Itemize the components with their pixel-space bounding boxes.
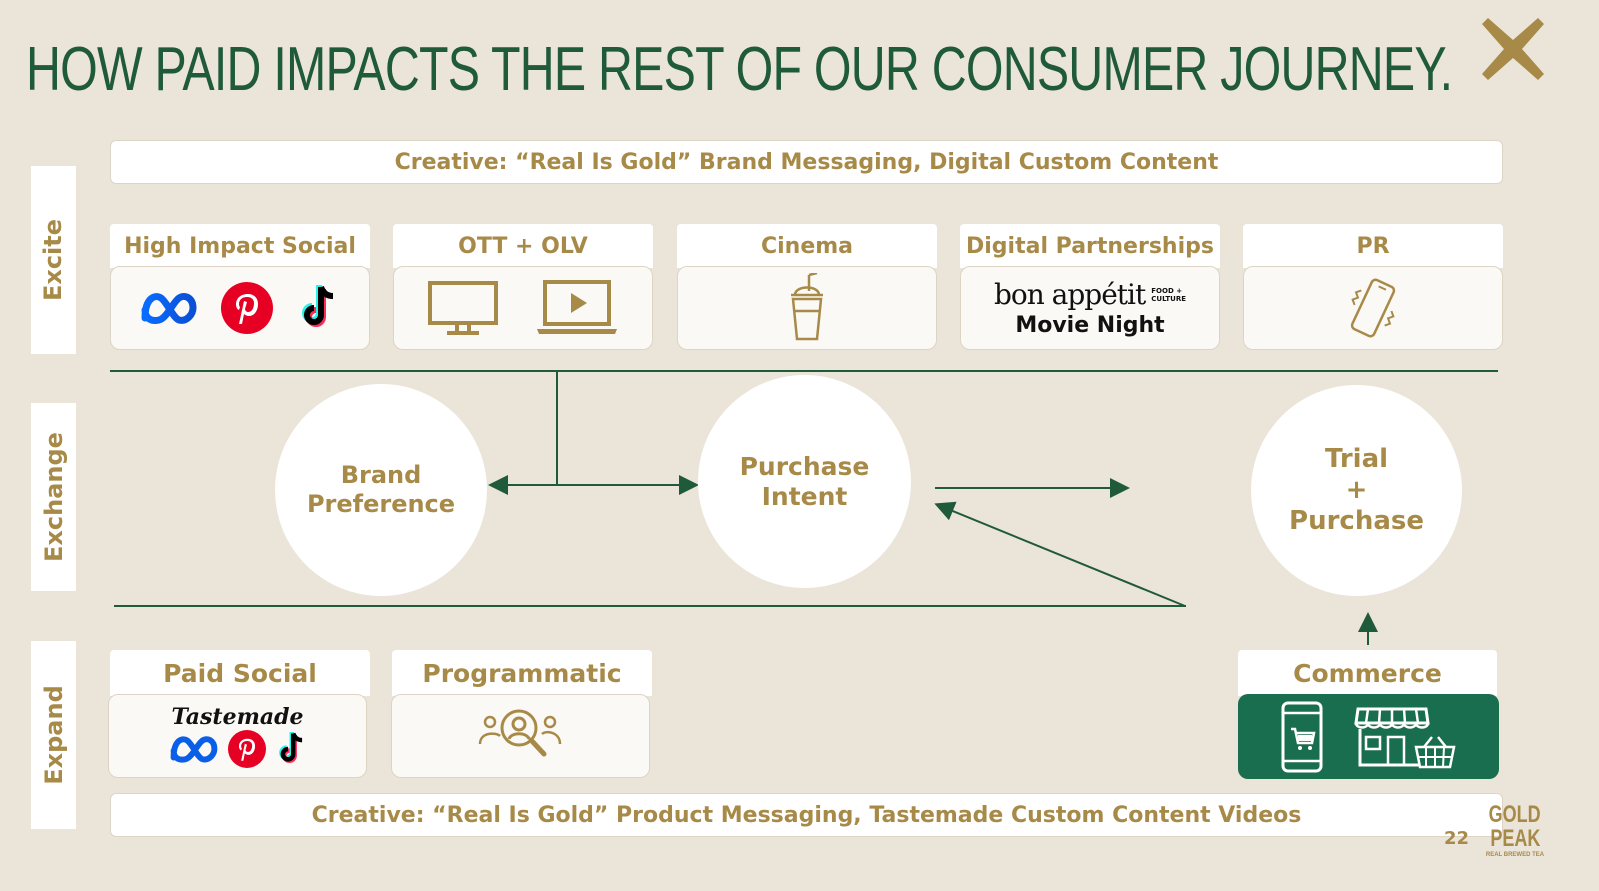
top-creative-bar: Creative: “Real Is Gold” Brand Messaging… [110,140,1503,184]
storefront-basket-icon [1353,707,1456,768]
arrow-expand-to-intent [934,501,1186,607]
page-title: HOW PAID IMPACTS THE REST OF OUR CONSUME… [26,35,1453,104]
phone-vibrate-icon [1350,278,1396,338]
card-header-pr: PR [1243,224,1503,268]
card-body-digital-partnerships: bon appétit FOOD + CULTURE Movie Night [960,266,1220,350]
card-header-paid-social: Paid Social [110,650,370,696]
bon-appetit-logo: bon appétit FOOD + CULTURE [993,278,1187,311]
card-header-ott-olv: OTT + OLV [393,224,653,268]
brand-preference-circle: Brand Preference [275,384,487,596]
card-header-commerce: Commerce [1238,650,1497,696]
pinterest-icon [227,730,266,768]
meta-icon [141,292,197,324]
card-body-programmatic [391,694,650,778]
laptop-play-icon [537,280,617,334]
exchange-bottom-line [114,605,1186,607]
tv-icon [428,281,498,335]
exchange-top-line [110,370,1498,372]
trial-purchase-circle: Trial + Purchase [1251,385,1462,596]
pinterest-icon [221,282,273,334]
side-tab-expand: Expand [31,641,76,829]
audience-search-icon [478,709,561,757]
mobile-cart-icon [1281,701,1322,772]
close-icon[interactable] [1482,18,1544,80]
card-body-commerce [1238,694,1499,779]
card-header-digital-partnerships: Digital Partnerships [960,224,1220,268]
card-header-high-impact-social: High Impact Social [110,224,370,268]
tiktok-icon [302,285,334,327]
card-body-ott-olv [393,266,653,350]
card-header-cinema: Cinema [677,224,937,268]
tiktok-icon [278,731,302,764]
card-body-paid-social: Tastemade [108,694,367,778]
card-header-programmatic: Programmatic [392,650,652,696]
purchase-intent-circle: Purchase Intent [698,375,911,588]
drink-cup-icon [791,273,823,341]
side-tab-excite: Excite [31,166,76,354]
card-body-cinema [677,266,937,350]
card-body-high-impact-social [110,266,370,350]
tastemade-logo: Tastemade [171,704,304,730]
card-body-pr [1243,266,1503,350]
gold-peak-logo: GOLD PEAK REAL BREWED TEA [1485,801,1545,859]
movie-night-caption: Movie Night [1015,313,1165,338]
bottom-creative-bar: Creative: “Real Is Gold” Product Messagi… [110,793,1503,837]
page-number: 22 [1444,828,1470,849]
meta-icon [170,736,217,763]
side-tab-exchange: Exchange [31,403,76,591]
